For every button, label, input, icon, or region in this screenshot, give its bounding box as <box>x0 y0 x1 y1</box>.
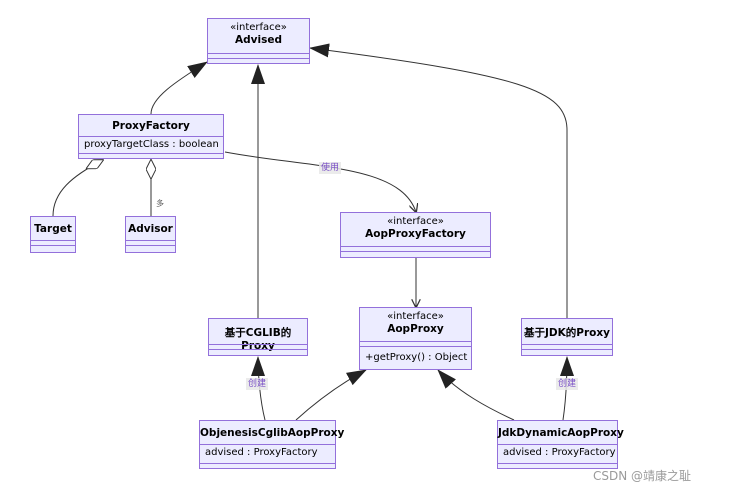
class-aopproxy[interactable]: «interface» AopProxy +getProxy() : Objec… <box>359 307 472 370</box>
class-member: proxyTargetClass : boolean <box>84 139 219 150</box>
class-jdkdynamicaopproxy[interactable]: JdkDynamicAopProxy advised : ProxyFactor… <box>497 420 624 469</box>
divider <box>208 53 309 54</box>
divider <box>31 240 75 241</box>
divider <box>498 444 617 445</box>
class-name: 基于CGLIB的Proxy <box>224 327 292 352</box>
class-advised[interactable]: «interface» Advised <box>207 18 310 64</box>
divider <box>31 245 75 246</box>
divider <box>341 246 490 247</box>
class-advisor[interactable]: Advisor <box>125 216 176 253</box>
divider <box>208 58 309 59</box>
divider <box>200 463 335 464</box>
edge-jdkdynamic-aopproxy <box>437 369 515 421</box>
divider <box>126 240 175 241</box>
edge-proxyfactory-advised <box>150 61 208 115</box>
class-name: Advisor <box>128 223 173 235</box>
divider <box>522 344 612 345</box>
class-objenesiscglibaopproxy[interactable]: ObjenesisCglibAopProxy advised : ProxyFa… <box>199 420 345 469</box>
edge-jdk-advised <box>309 43 568 318</box>
class-member: advised : ProxyFactory <box>503 447 616 458</box>
class-proxyfactory[interactable]: ProxyFactory proxyTargetClass : boolean <box>78 114 224 159</box>
edge-objenesis-aopproxy <box>295 369 367 421</box>
edge-target-proxyfactory <box>52 160 103 217</box>
stereotype-label: «interface» <box>387 216 444 227</box>
divider <box>522 349 612 350</box>
edge-label-create-cglib: 创建 <box>246 378 269 390</box>
watermark: CSDN @靖康之耻 <box>593 469 692 483</box>
divider <box>341 251 490 252</box>
divider <box>126 245 175 246</box>
divider <box>209 349 307 350</box>
edge-label-many: 多 <box>156 199 164 208</box>
divider <box>360 341 471 342</box>
class-member: +getProxy() : Object <box>365 352 468 363</box>
divider <box>498 463 617 464</box>
stereotype-label: «interface» <box>230 22 287 33</box>
class-name: ProxyFactory <box>112 120 190 132</box>
class-cglib-proxy[interactable]: 基于CGLIB的Proxy <box>208 318 308 356</box>
class-member: advised : ProxyFactory <box>205 447 318 458</box>
class-name: AopProxy <box>387 323 444 335</box>
class-aopproxyfactory[interactable]: «interface» AopProxyFactory <box>340 212 491 258</box>
class-name: AopProxyFactory <box>365 228 466 240</box>
class-name: JdkDynamicAopProxy <box>498 427 624 439</box>
class-name: Target <box>34 223 72 235</box>
stereotype-label: «interface» <box>387 311 444 322</box>
class-jdk-proxy[interactable]: 基于JDK的Proxy <box>521 318 613 356</box>
divider <box>79 136 223 137</box>
class-name: Advised <box>235 34 282 46</box>
edge-uses <box>224 151 416 212</box>
class-name: 基于JDK的Proxy <box>524 327 610 339</box>
class-target[interactable]: Target <box>30 216 76 253</box>
edge-label-uses: 使用 <box>319 162 342 174</box>
class-name: ObjenesisCglibAopProxy <box>200 427 345 439</box>
divider <box>79 153 223 154</box>
edge-label-create-jdk: 创建 <box>556 378 579 390</box>
divider <box>209 344 307 345</box>
divider <box>200 444 335 445</box>
divider <box>360 346 471 347</box>
